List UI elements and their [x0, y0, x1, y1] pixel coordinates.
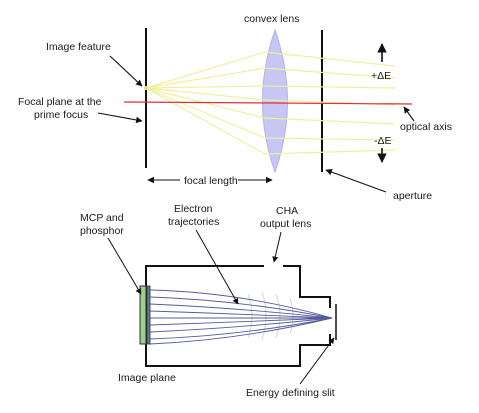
electron-trajectories: [149, 289, 333, 345]
mcp-arrow: [107, 237, 142, 295]
electron-arrow: [195, 229, 239, 305]
housing-outline: [145, 265, 331, 367]
slit-arrow: [299, 337, 335, 385]
aperture-arrow: [325, 168, 387, 193]
focal-plane-label-line1: Focal plane at the: [18, 96, 102, 108]
plus-delta-e-label: +ΔE: [371, 70, 391, 82]
mcp-label-line2: phosphor: [80, 225, 124, 237]
image-feature-label: Image feature: [46, 41, 111, 53]
optical-axis-line: [123, 101, 413, 105]
image-feature-dot: [144, 86, 148, 90]
aperture-label: aperture: [393, 190, 432, 202]
image-feature-arrow: [109, 55, 143, 87]
cha-label-line2: output lens: [260, 218, 311, 230]
focal-plane-label-line2: prime focus: [34, 109, 88, 121]
cha-arrow: [272, 231, 282, 263]
convex-lens: [262, 28, 288, 174]
mcp-label-line1: MCP and: [80, 212, 124, 224]
minus-delta-e-label: -ΔE: [374, 135, 392, 147]
optical-axis-label: optical axis: [400, 121, 452, 133]
focal-plane-arrow: [97, 112, 143, 124]
optical-axis-arrow: [403, 106, 415, 122]
focal-length-label: focal length: [184, 175, 238, 187]
cha-label-line1: CHA: [276, 205, 298, 217]
top-diagram: convex lens Image feature Focal plane at…: [18, 13, 452, 202]
electron-label-line1: Electron: [174, 203, 213, 215]
mcp-plate: [139, 285, 147, 345]
energy-slit-label: Energy defining slit: [246, 387, 335, 399]
bottom-diagram: MCP and phosphor Electron trajectories C…: [80, 203, 337, 399]
convex-lens-label: convex lens: [244, 13, 299, 25]
image-plane-label: Image plane: [118, 372, 176, 384]
phosphor-plate: [146, 285, 151, 345]
electron-label-line2: trajectories: [168, 216, 219, 228]
